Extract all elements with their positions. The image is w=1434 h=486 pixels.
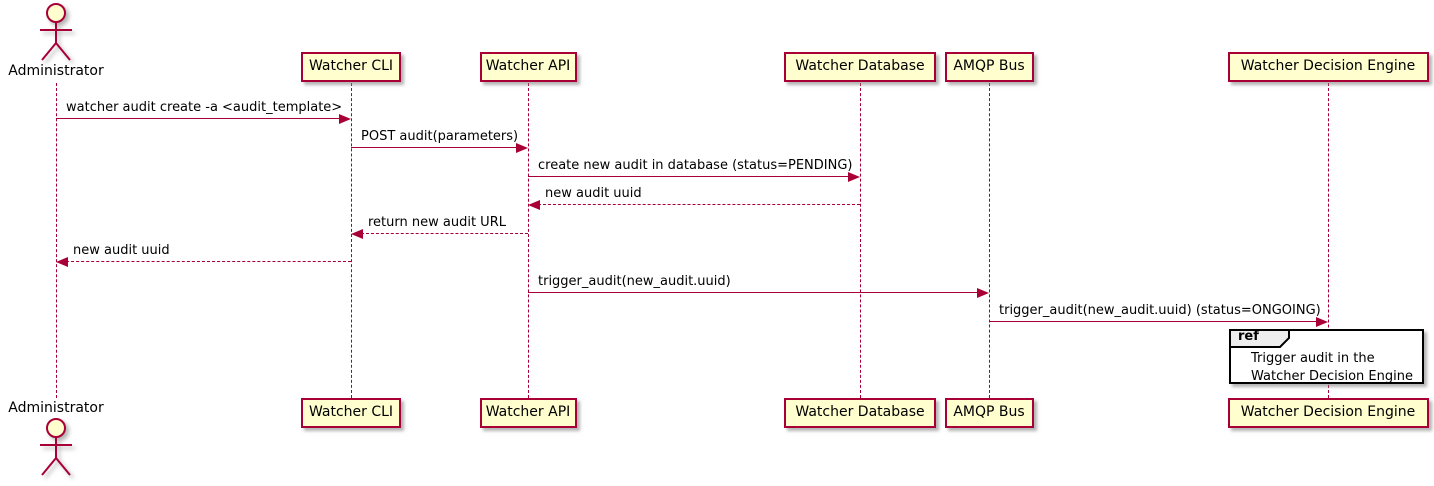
message-arrowhead-icon xyxy=(528,200,540,210)
participant-watcher-decision-engine-top: Watcher Decision Engine xyxy=(1227,52,1429,82)
ref-text-line: Trigger audit in the xyxy=(1251,351,1375,366)
participant-watcher-api-bottom: Watcher API xyxy=(479,398,577,428)
lifeline-watcher-database xyxy=(860,83,861,398)
ref-text-line: Watcher Decision Engine xyxy=(1251,369,1413,384)
ref-tag: ref xyxy=(1229,329,1295,348)
message-label: watcher audit create -a <audit_template> xyxy=(66,100,343,115)
message-line xyxy=(56,118,341,119)
actor-figure-administrator-bottom xyxy=(34,417,78,481)
participant-watcher-decision-engine-bottom: Watcher Decision Engine xyxy=(1227,398,1429,428)
message-arrowhead-icon xyxy=(339,114,351,124)
message-label: trigger_audit(new_audit.uuid) (status=ON… xyxy=(999,303,1321,318)
actor-label-administrator-bottom: Administrator xyxy=(8,400,104,416)
message-line xyxy=(528,176,850,177)
lifeline-watcher-cli xyxy=(351,83,352,398)
lifeline-watcher-decision-engine xyxy=(1328,83,1329,398)
message-label: new audit uuid xyxy=(545,186,642,201)
participant-watcher-cli-bottom: Watcher CLI xyxy=(301,398,401,428)
participant-amqp-bus-top: AMQP Bus xyxy=(944,52,1034,82)
message-label: new audit uuid xyxy=(73,243,170,258)
message-arrowhead-icon xyxy=(516,143,528,153)
message-line xyxy=(351,147,518,148)
message-line xyxy=(538,204,860,205)
participant-watcher-database-top: Watcher Database xyxy=(784,52,936,82)
message-label: create new audit in database (status=PEN… xyxy=(538,158,853,173)
ref-tag-label: ref xyxy=(1238,329,1259,344)
actor-label-administrator-top: Administrator xyxy=(8,63,104,79)
message-label: return new audit URL xyxy=(368,215,506,230)
message-label: POST audit(parameters) xyxy=(361,129,519,144)
message-arrowhead-icon xyxy=(56,257,68,267)
message-arrowhead-icon xyxy=(1316,317,1328,327)
participant-watcher-database-bottom: Watcher Database xyxy=(784,398,936,428)
message-arrowhead-icon xyxy=(351,229,363,239)
participant-amqp-bus-bottom: AMQP Bus xyxy=(944,398,1034,428)
lifeline-amqp-bus xyxy=(989,83,990,398)
lifeline-administrator xyxy=(56,83,57,398)
participant-watcher-cli-top: Watcher CLI xyxy=(301,52,401,82)
actor-figure-administrator-top xyxy=(34,2,78,66)
message-line xyxy=(989,321,1318,322)
message-label: trigger_audit(new_audit.uuid) xyxy=(538,274,731,289)
message-arrowhead-icon xyxy=(977,288,989,298)
message-line xyxy=(528,292,979,293)
message-line xyxy=(66,261,351,262)
message-line xyxy=(361,233,528,234)
message-arrowhead-icon xyxy=(848,172,860,182)
participant-watcher-api-top: Watcher API xyxy=(479,52,577,82)
lifeline-watcher-api xyxy=(528,83,529,398)
